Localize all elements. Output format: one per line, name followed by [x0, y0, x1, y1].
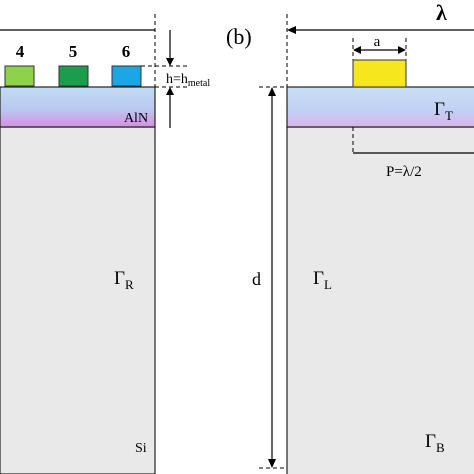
depth-label: d: [252, 269, 261, 289]
wavelength-label: λ: [436, 0, 447, 25]
wavelength-arrowhead: [287, 26, 296, 34]
electrode-label-4: 4: [16, 42, 25, 61]
width-arrowhead-left: [353, 46, 361, 54]
aln-label: AlN: [124, 111, 148, 126]
depth-arrowhead-top: [268, 87, 276, 96]
panel-a: 4 5 6 h=hmetal AlN ΓR Si: [0, 14, 210, 474]
panel-a-substrate: [0, 126, 156, 474]
electrode-yellow: [352, 59, 407, 88]
electrode-4: [4, 65, 35, 87]
panel-label-b: (b): [226, 24, 252, 49]
period-label: P=λ/2: [386, 164, 422, 180]
height-arrowhead-up: [166, 87, 174, 95]
electrode-label-5: 5: [69, 42, 78, 61]
width-label: a: [374, 34, 381, 50]
height-label: h=hmetal: [166, 72, 210, 89]
gamma-l-label: ΓL: [313, 268, 332, 292]
panel-b: (b) λ a P=λ/2 d ΓT ΓL ΓB: [226, 0, 474, 474]
gamma-r-label: ΓR: [114, 268, 134, 292]
panel-b-substrate: [286, 126, 474, 474]
si-label: Si: [135, 441, 147, 456]
height-arrowhead-down: [166, 58, 174, 66]
panel-a-aln-film: [0, 86, 156, 128]
gamma-b-label: ΓB: [425, 431, 445, 455]
gamma-t-label: ΓT: [434, 99, 453, 123]
electrode-label-6: 6: [122, 42, 131, 61]
electrode-5: [58, 65, 89, 87]
width-arrowhead-right: [398, 46, 406, 54]
electrode-6: [111, 65, 142, 87]
depth-arrowhead-bottom: [268, 459, 276, 468]
